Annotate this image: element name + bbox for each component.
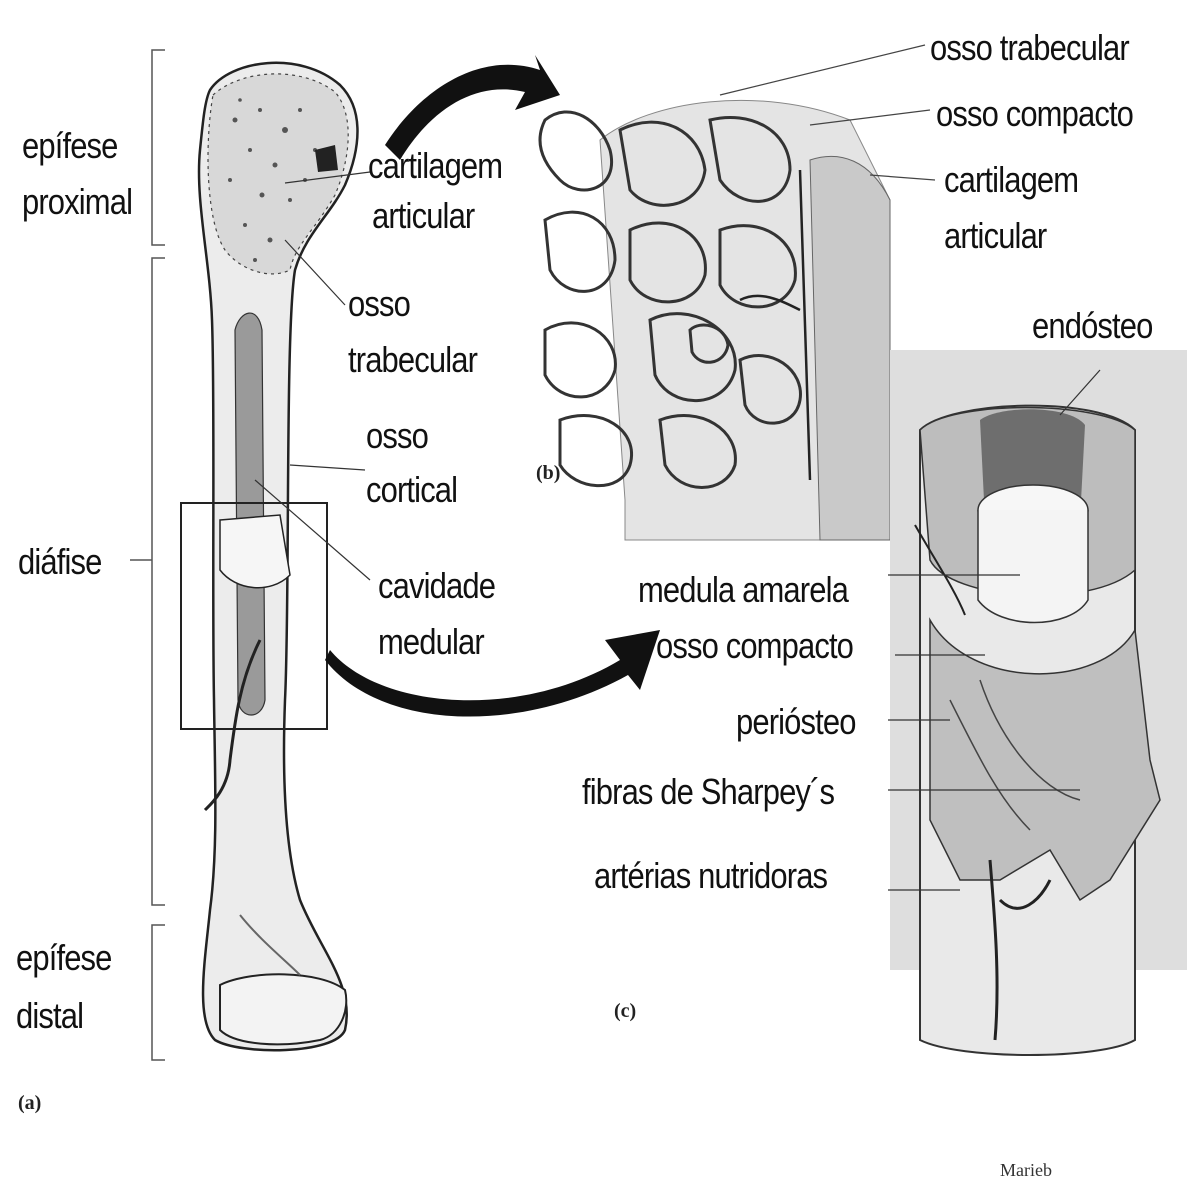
label-medula-amarela: medula amarela <box>638 570 848 610</box>
panel-a-bone <box>130 50 370 1060</box>
label-epifese-distal-1: epífese <box>16 938 112 978</box>
panel-c-shaft-section <box>888 350 1187 1055</box>
label-osso-trabecular-b: osso trabecular <box>930 28 1129 68</box>
arrow-to-c <box>325 630 660 717</box>
label-periosteo: periósteo <box>736 702 856 742</box>
label-cartilagem-articular-a-1: cartilagem <box>368 146 502 186</box>
bracket-diafise <box>152 258 165 905</box>
panel-b-trabecular-block <box>540 45 935 540</box>
label-osso-trabecular-a-2: trabecular <box>348 340 477 380</box>
label-epifese-proximal-1: epífese <box>22 126 118 166</box>
medullary-cavity <box>235 313 265 715</box>
panel-tag-c: (c) <box>614 1000 636 1023</box>
label-cartilagem-articular-b-1: cartilagem <box>944 160 1078 200</box>
label-cartilagem-articular-b-2: articular <box>944 216 1046 256</box>
label-cavidade-medular-2: medular <box>378 622 484 662</box>
label-epifese-proximal-2: proximal <box>22 182 132 222</box>
cut-window <box>220 515 290 588</box>
label-arterias-nutridoras: artérias nutridoras <box>594 856 827 896</box>
label-diafise: diáfise <box>18 542 101 582</box>
label-osso-compacto-b: osso compacto <box>936 94 1133 134</box>
bracket-epifese-proximal <box>152 50 165 245</box>
label-fibras-sharpey: fibras de Sharpey´s <box>582 772 834 812</box>
label-endosteo: endósteo <box>1032 306 1153 346</box>
bracket-epifese-distal <box>152 925 165 1060</box>
distal-condyle <box>220 974 346 1044</box>
label-epifese-distal-2: distal <box>16 996 83 1036</box>
label-osso-cortical-2: cortical <box>366 470 457 510</box>
label-osso-compacto-c: osso compacto <box>656 626 853 666</box>
panel-tag-b: (b) <box>536 462 560 485</box>
author-signature: Marieb <box>1000 1160 1052 1181</box>
proximal-spongy-region <box>208 74 348 274</box>
label-cavidade-medular-1: cavidade <box>378 566 495 606</box>
label-osso-trabecular-a-1: osso <box>348 284 410 324</box>
label-cartilagem-articular-a-2: articular <box>372 196 474 236</box>
panel-tag-a: (a) <box>18 1092 41 1115</box>
label-osso-cortical-1: osso <box>366 416 428 456</box>
